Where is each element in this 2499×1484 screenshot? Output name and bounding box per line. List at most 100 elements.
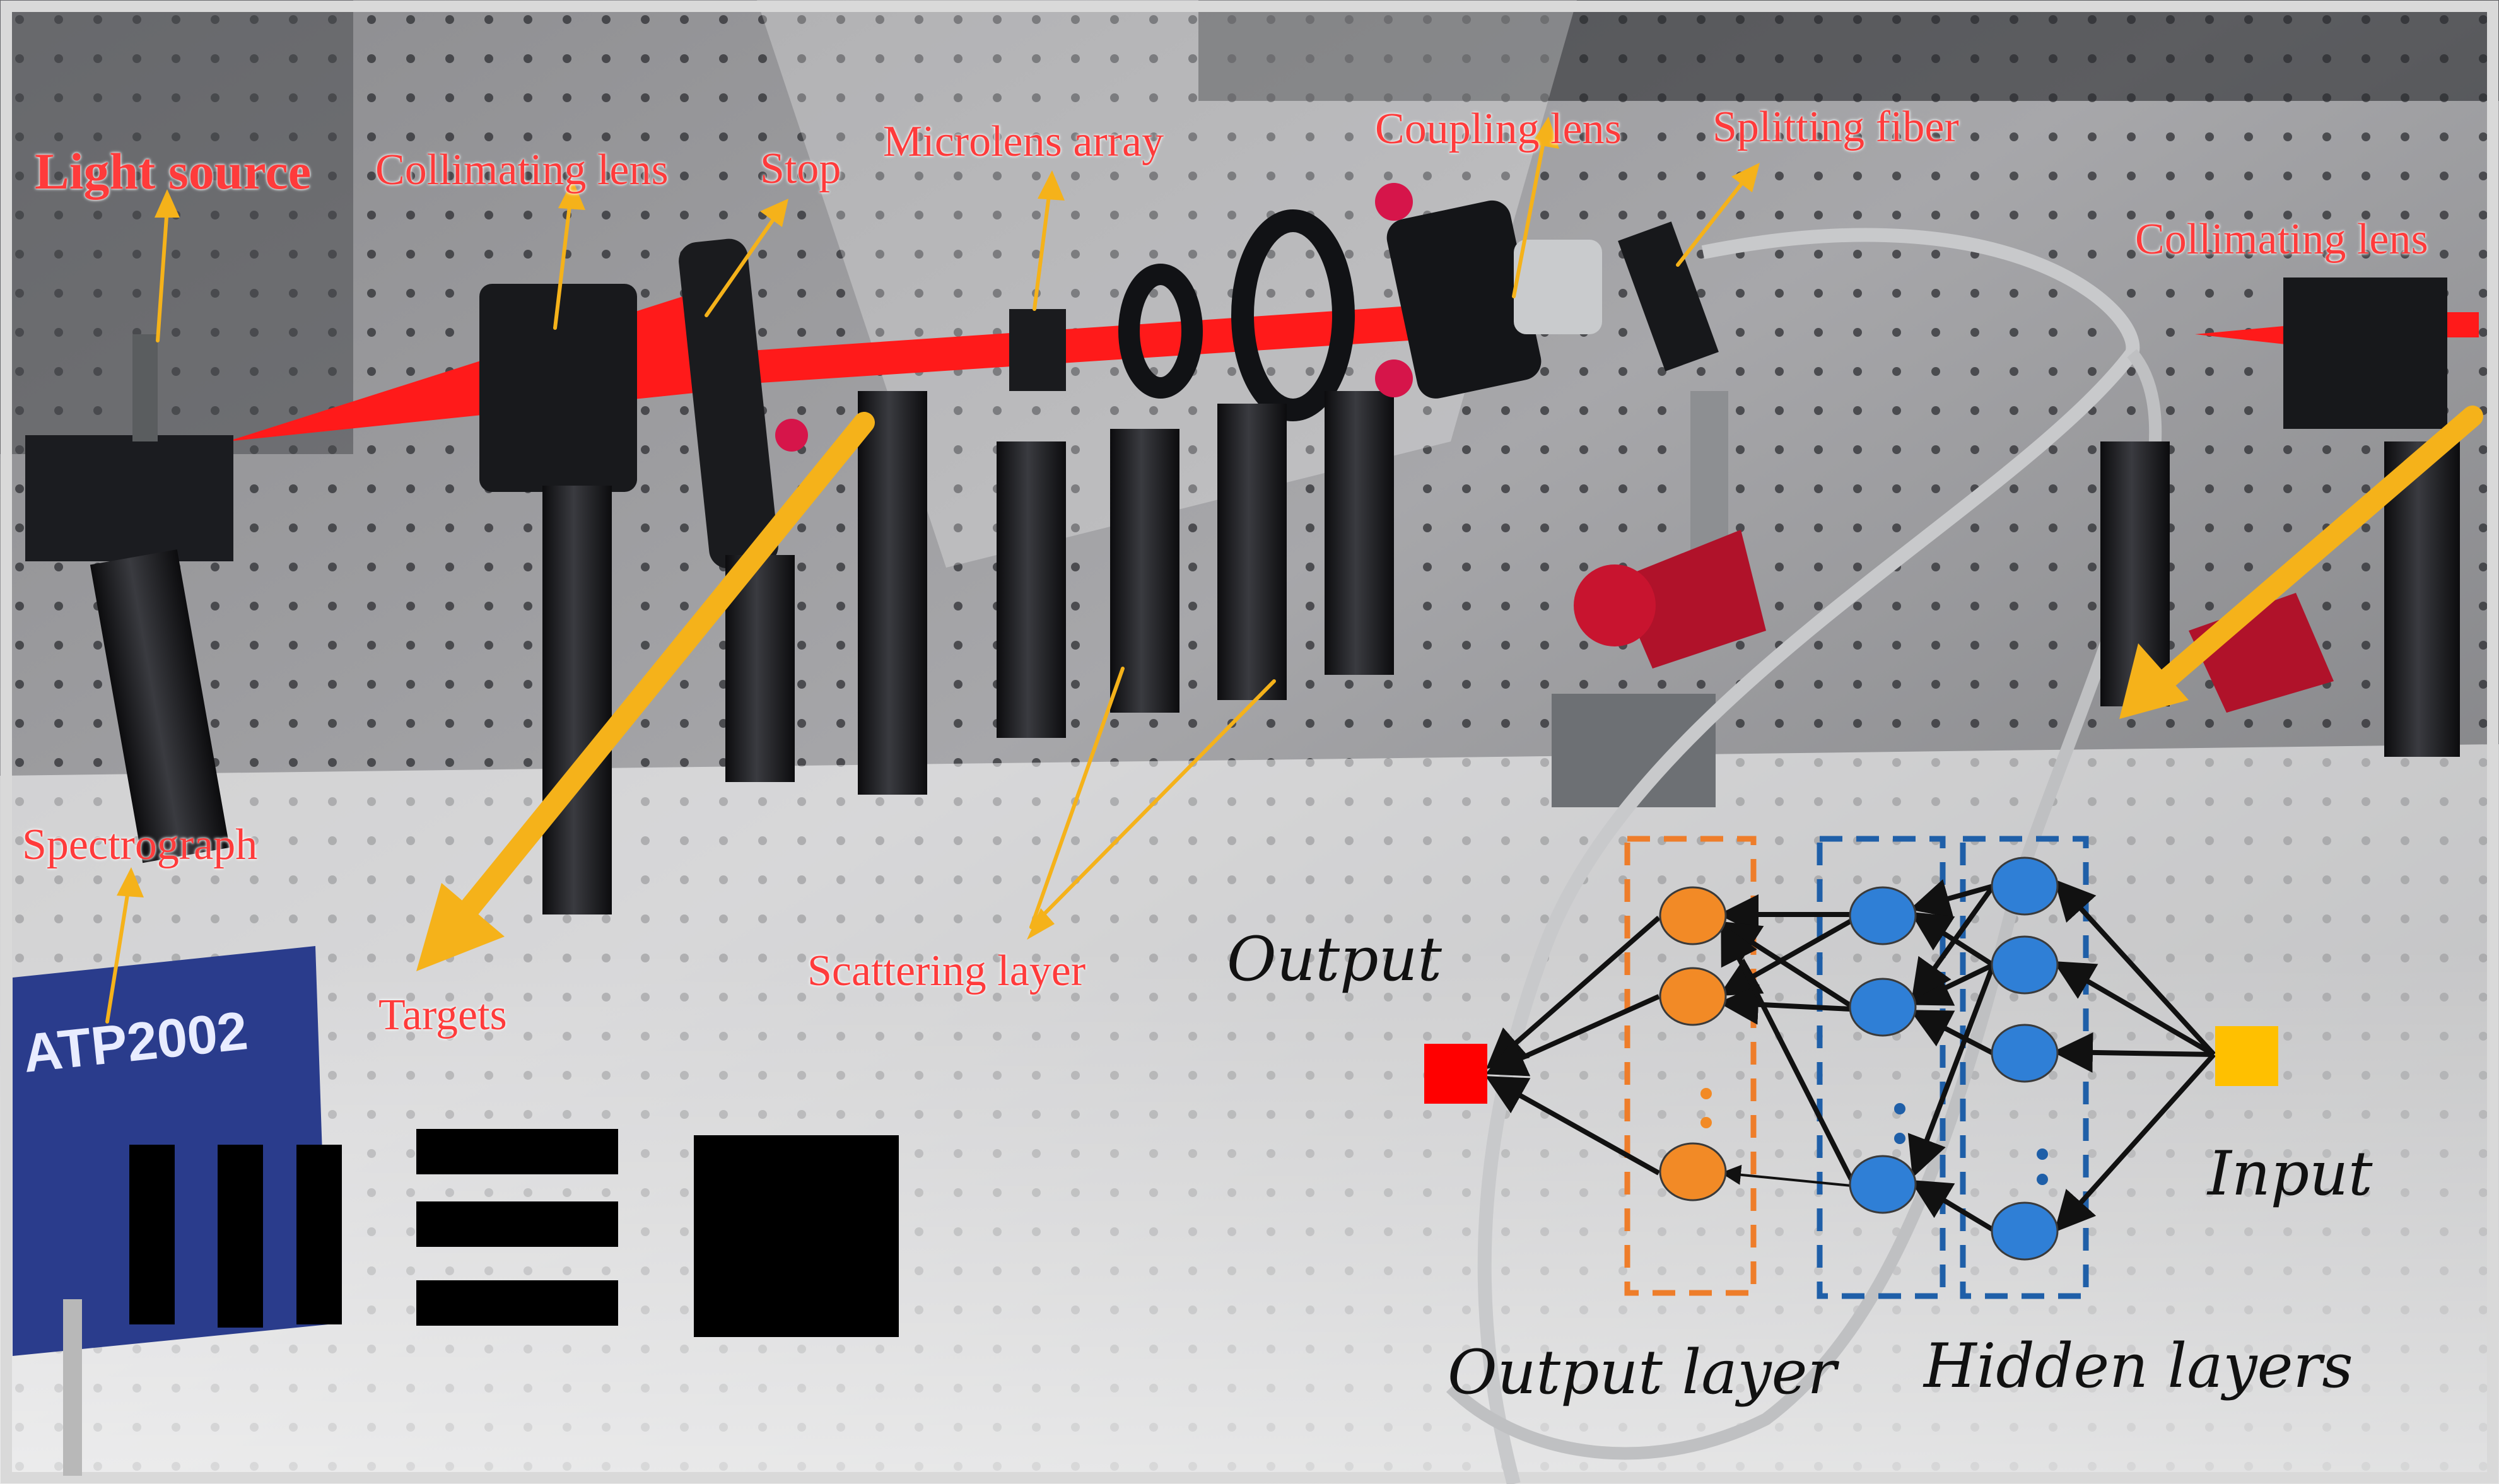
source-mount bbox=[25, 435, 233, 561]
arrow-scatter-2 bbox=[1029, 679, 1276, 929]
edge bbox=[1911, 884, 1996, 1001]
ellipsis-dots bbox=[1700, 1088, 2048, 1185]
stop-plate bbox=[679, 238, 778, 569]
neural-network-diagram bbox=[1424, 836, 2278, 1299]
arrow-scatter-1 bbox=[1029, 667, 1125, 929]
lower-fade bbox=[0, 946, 2499, 1484]
source-fiber bbox=[132, 334, 158, 441]
network-edges bbox=[1485, 879, 2216, 1232]
arrowhead-splitting bbox=[1731, 163, 1760, 192]
pointer-arrows bbox=[105, 131, 2483, 1024]
label-stop: Stop bbox=[760, 144, 841, 193]
hidden-node bbox=[1849, 1155, 1917, 1214]
output-layer-box bbox=[1624, 836, 1757, 1296]
label-output: Output bbox=[1227, 924, 1442, 995]
label-coupling-lens: Coupling lens bbox=[1375, 105, 1622, 153]
arrow-splitting bbox=[1676, 175, 1749, 267]
label-light-source: Light source bbox=[35, 143, 312, 200]
microlens-mount bbox=[1009, 309, 1066, 391]
edge bbox=[1721, 1164, 1852, 1187]
target-vbar-1 bbox=[129, 1145, 175, 1324]
hidden-layer-box-1 bbox=[1817, 836, 1946, 1299]
arrowhead-input bbox=[2119, 643, 2189, 719]
edge bbox=[2054, 879, 2216, 1056]
label-hidden-layers: Hidden layers bbox=[1924, 1331, 2353, 1401]
edge bbox=[1909, 1010, 1994, 1056]
edge bbox=[1909, 879, 1994, 918]
scatter-post-1 bbox=[858, 391, 927, 795]
microlens-post bbox=[997, 441, 1066, 738]
label-output-layer: Output layer bbox=[1448, 1337, 1837, 1408]
hidden-node bbox=[1991, 935, 2059, 995]
edge bbox=[1485, 1076, 1660, 1176]
input-square bbox=[2215, 1026, 2278, 1086]
arrowhead-scatter bbox=[1027, 908, 1055, 940]
adjust-knob-1 bbox=[1375, 183, 1413, 221]
output-node bbox=[1659, 967, 1727, 1026]
label-scattering-layer: Scattering layer bbox=[807, 947, 1086, 995]
target-square bbox=[694, 1135, 899, 1337]
arrow-microlens bbox=[1033, 184, 1052, 311]
hidden-node bbox=[1849, 978, 1917, 1037]
edge bbox=[1719, 918, 1852, 996]
label-targets: Targets bbox=[378, 991, 507, 1039]
label-spectrograph: Spectrograph bbox=[22, 821, 258, 869]
collimating-lens-post bbox=[542, 486, 612, 914]
label-collimating-lens-right: Collimating lens bbox=[2135, 215, 2428, 264]
output-square bbox=[1424, 1044, 1487, 1104]
arrowhead-light-source bbox=[155, 189, 180, 218]
arrowhead-targets bbox=[416, 883, 505, 971]
holder-base bbox=[1552, 694, 1716, 807]
label-microlens-array: Microlens array bbox=[883, 117, 1164, 166]
hidden-node bbox=[1849, 886, 1917, 945]
hidden-node bbox=[1991, 1024, 2059, 1083]
arrow-targets-big bbox=[443, 412, 875, 938]
target-vbar-3 bbox=[296, 1145, 342, 1324]
lens-ring-2 bbox=[1231, 209, 1355, 421]
lens-post-4 bbox=[1325, 391, 1394, 675]
arrow-spectrograph bbox=[105, 881, 131, 1024]
hidden-node bbox=[1991, 1201, 2059, 1261]
label-input: Input bbox=[2208, 1138, 2373, 1209]
edge bbox=[1485, 994, 1660, 1077]
arrow-stop bbox=[705, 209, 781, 317]
target-patterns bbox=[129, 1129, 899, 1337]
lens-post-2 bbox=[1110, 429, 1179, 713]
fiber-cable-1 bbox=[1477, 228, 2140, 1484]
collimating-lens-mount bbox=[479, 284, 637, 492]
arrow-input-big bbox=[2146, 406, 2483, 698]
target-hbar-2 bbox=[416, 1201, 618, 1247]
output-node bbox=[1659, 1142, 1727, 1201]
edge bbox=[1718, 984, 1852, 1025]
edge bbox=[2054, 1053, 2216, 1232]
top-right-dark-area bbox=[1198, 0, 2499, 101]
edge bbox=[1721, 922, 1854, 1181]
red-holder-knob bbox=[1574, 564, 1656, 646]
arrowhead-spectrograph bbox=[117, 867, 144, 897]
left-wall bbox=[0, 0, 353, 454]
arrowhead-microlens bbox=[1038, 170, 1065, 201]
arrowhead-coupling bbox=[1531, 117, 1559, 149]
adjust-knob-3 bbox=[775, 419, 808, 452]
lens-post-3 bbox=[1217, 404, 1287, 700]
arrow-light-source bbox=[156, 206, 169, 342]
arrow-heads bbox=[117, 117, 2189, 971]
dot bbox=[1700, 1117, 1712, 1128]
dot bbox=[2037, 1148, 2048, 1160]
fiber-clamp bbox=[1618, 221, 1719, 371]
laser-beam-mid bbox=[713, 303, 1457, 386]
edge bbox=[1907, 964, 1996, 1178]
lens-ring-1 bbox=[1118, 264, 1203, 399]
dot bbox=[1894, 1133, 1905, 1144]
dot bbox=[1700, 1088, 1712, 1099]
adjust-knob-2 bbox=[1375, 359, 1413, 397]
coupling-lens-barrel bbox=[1514, 240, 1602, 334]
red-holder-arm bbox=[1615, 530, 1766, 669]
label-collimating-lens-left: Collimating lens bbox=[375, 146, 669, 194]
target-hbar-1 bbox=[416, 1129, 618, 1174]
edge bbox=[2052, 1032, 2215, 1073]
dot bbox=[2037, 1174, 2048, 1185]
arrowhead-collimating-left bbox=[558, 180, 585, 210]
